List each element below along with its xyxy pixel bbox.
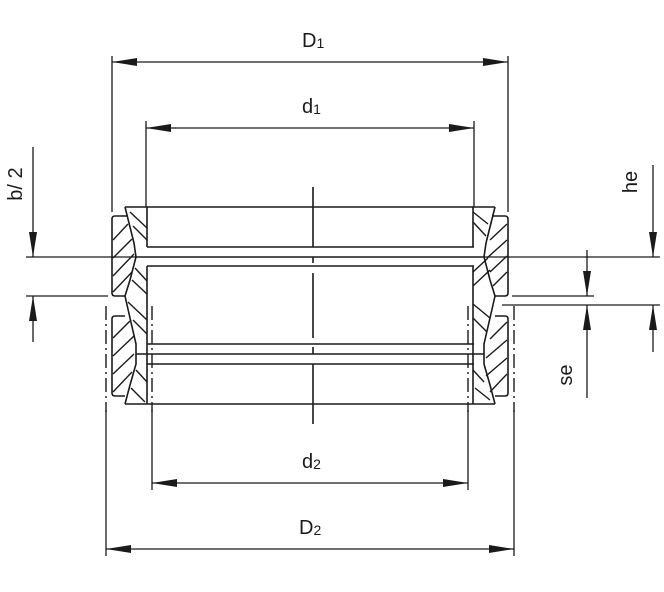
label-b-half: b/ 2	[5, 167, 27, 201]
construction-lines	[105, 306, 515, 412]
label-D1: D1	[302, 30, 325, 52]
label-he: he	[620, 170, 642, 194]
dimension-d2	[151, 410, 469, 490]
label-d2: d2	[302, 451, 321, 473]
label-D2: D2	[299, 517, 322, 539]
lower-ring	[111, 295, 509, 405]
label-d1: d1	[302, 96, 321, 118]
upper-ring	[111, 206, 509, 297]
dimension-b-half	[26, 147, 136, 342]
dimension-he	[484, 165, 660, 352]
dimension-se	[512, 250, 594, 398]
dimension-D1	[111, 56, 509, 212]
dimension-D2	[105, 410, 515, 556]
label-se: se	[555, 364, 577, 386]
dimension-d1	[145, 121, 475, 207]
